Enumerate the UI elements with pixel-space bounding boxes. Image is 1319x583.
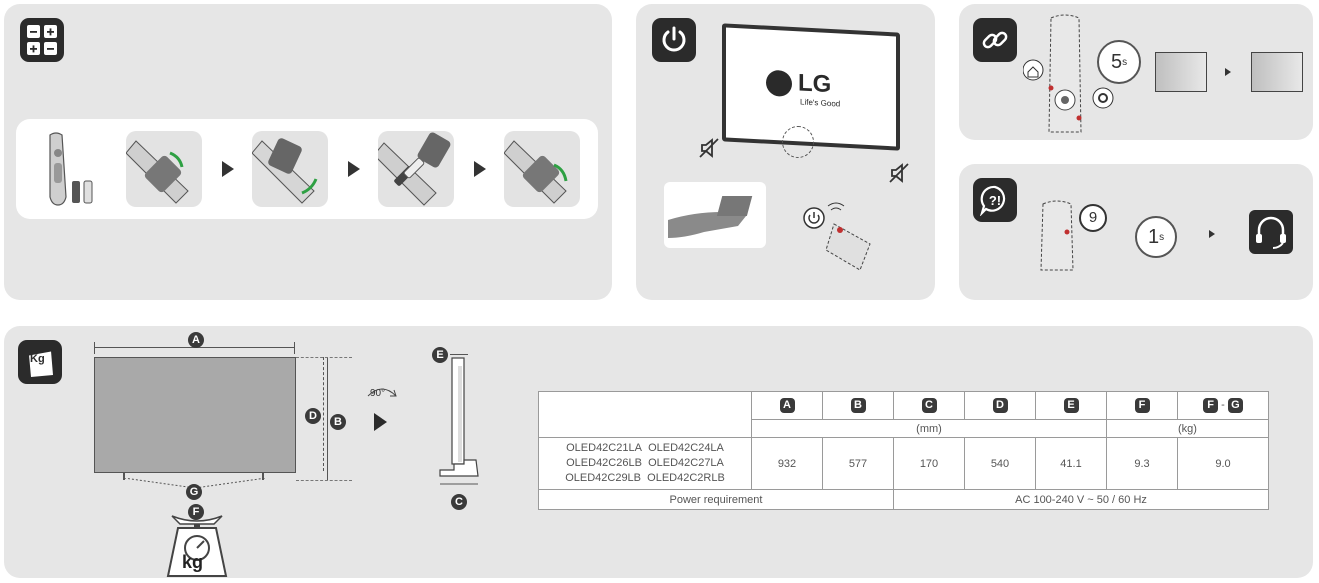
next-arrow-icon [1225,68,1231,76]
support-unit: s [1159,231,1165,243]
remote-nine-icon [1040,200,1074,271]
label-b: B [330,414,346,430]
value-b: 577 [822,437,894,490]
width-tick-right [294,342,295,354]
tv-logo-text: LG [798,69,832,99]
label-g: G [186,484,202,500]
lg-logo-icon [766,69,792,98]
table-row: OLED42C21LA OLED42C24LA OLED42C26LB OLED… [538,437,1269,490]
height-b-line [327,357,328,480]
tv-foot-left [123,472,125,480]
remote-home-settings-icon [1023,14,1114,133]
header-f: F [1106,391,1178,420]
remote-control-icon [49,132,93,206]
battery-step-2 [252,131,328,207]
header-f-g: F - G [1177,391,1269,420]
next-arrow-icon [348,161,360,177]
tv-front-screen [94,357,296,473]
power-label: Power requirement [538,489,894,510]
value-d: 540 [964,437,1036,490]
tv-after-icon [1251,52,1303,92]
link-icon [973,18,1017,62]
height-top-tick [296,357,352,358]
weight-badge: Kg [18,340,62,384]
value-c: 170 [893,437,965,490]
weight-scale-icon [166,515,228,577]
tv-button-card [664,182,766,248]
tv-before-icon [1155,52,1207,92]
svg-text:?!: ?! [989,193,1001,208]
label-f: F [188,504,204,520]
rotate-label: 90° [370,388,386,399]
value-a: 932 [751,437,823,490]
header-d: D [964,391,1036,420]
value-f-g: 9.0 [1177,437,1269,490]
button-nine-icon: 9 [1079,204,1107,232]
width-tick-left [94,342,95,354]
battery-step-3 [378,131,454,207]
height-bottom-tick [296,480,352,481]
spec-table: A B C D E F F - G (mm) (kg) OLED42C21LA … [538,391,1269,510]
label-e: E [432,347,448,363]
header-c: C [893,391,965,420]
next-arrow-icon [474,161,486,177]
rotate-arrow-icon [367,388,397,397]
rotate-play-icon [374,413,387,431]
value-e: 41.1 [1035,437,1107,490]
depth-e-line [450,354,468,355]
headset-icon [1249,210,1293,254]
label-a: A [188,332,204,348]
battery-step-1 [126,131,202,207]
reset-seconds: 5 [1110,50,1123,73]
remote-power-icon [803,202,871,271]
label-d: D [305,408,321,424]
tv-illustration: LG Life's Good [722,23,900,151]
unit-mm: (mm) [751,419,1107,438]
sound-off-icon [699,138,719,158]
battery-panel [4,4,612,300]
power-icon [652,18,696,62]
header-a: A [751,391,823,420]
table-corner [538,391,752,438]
power-button-callout [782,126,814,158]
scale-unit: kg [182,552,204,572]
battery-step-4 [504,131,580,207]
power-value: AC 100-240 V ~ 50 / 60 Hz [893,489,1269,510]
tv-foot-right [262,472,264,480]
battery-steps-card [16,119,598,219]
model-list: OLED42C21LA OLED42C24LA OLED42C26LB OLED… [538,437,752,490]
height-d-line [323,357,324,471]
tv-side-view [439,357,479,485]
header-e: E [1035,391,1107,420]
help-icon: ?! [973,178,1017,222]
weight-badge-unit: Kg [30,353,45,365]
value-f: 9.3 [1106,437,1178,490]
unit-kg: (kg) [1106,419,1269,438]
label-c: C [451,494,467,510]
battery-polarity-icon [20,18,64,62]
reset-unit: s [1122,56,1128,68]
support-seconds: 1 [1147,225,1160,248]
sound-off-icon [889,163,909,183]
header-b: B [822,391,894,420]
next-arrow-icon [222,161,234,177]
tv-tagline: Life's Good [800,97,841,109]
table-row: Power requirement AC 100-240 V ~ 50 / 60… [538,489,1269,510]
next-arrow-icon [1209,230,1215,238]
power-panel: LG Life's Good [636,4,935,300]
